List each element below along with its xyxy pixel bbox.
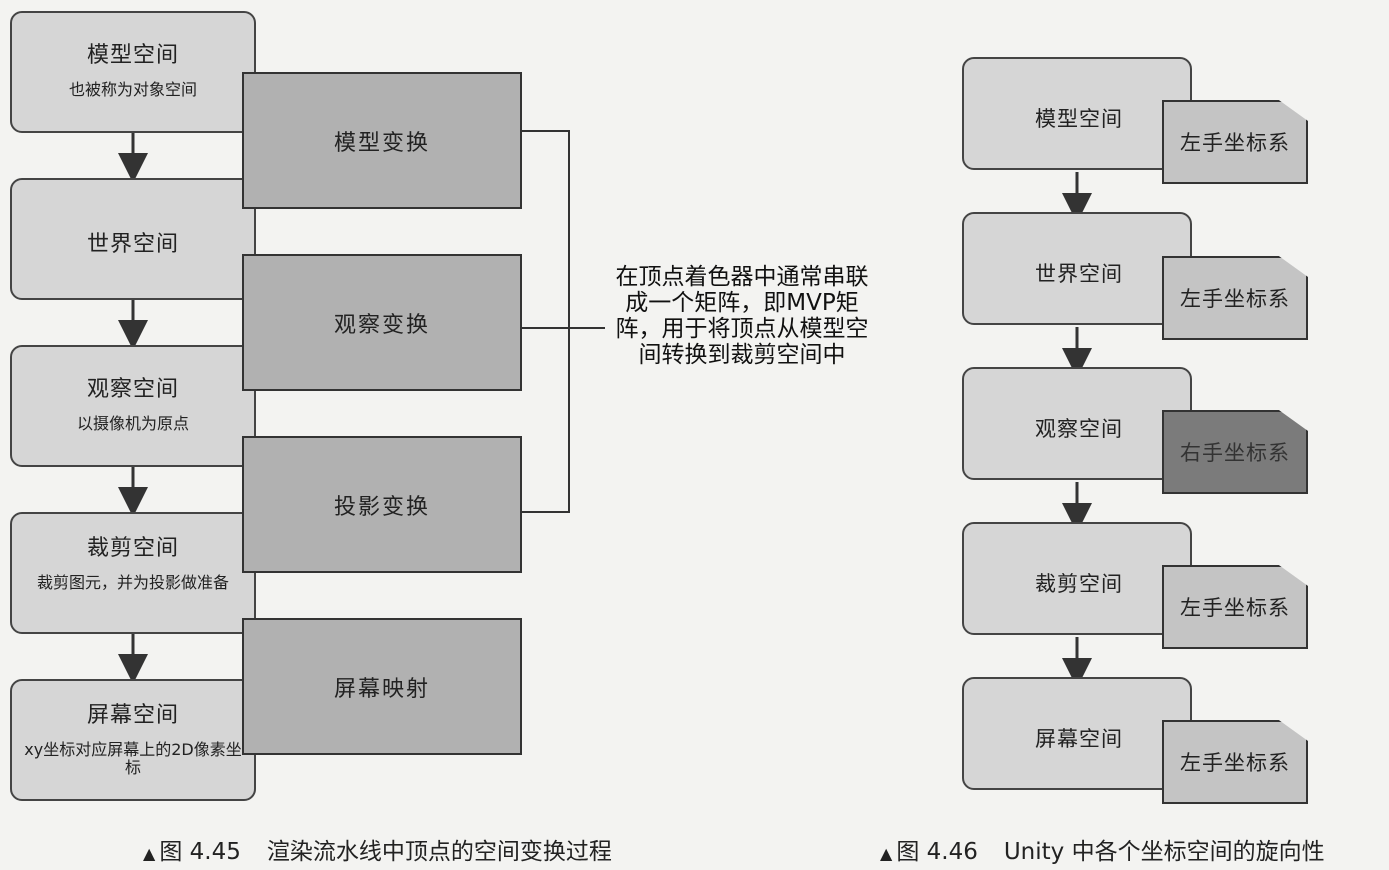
model-space-box: 模型空间 也被称为对象空间 (10, 11, 256, 133)
fig46-view-handedness-label: 右手坐标系 (1180, 441, 1290, 465)
view-space-title: 观察空间 (86, 377, 179, 402)
fig46-world-handedness-label: 左手坐标系 (1180, 287, 1290, 311)
model-transform-box: 模型变换 (242, 72, 522, 209)
fig46-caption-number: 图 4.46 (896, 839, 978, 865)
fig46-model-handedness: 左手坐标系 (1162, 100, 1308, 184)
screen-mapping-box: 屏幕映射 (242, 618, 522, 755)
clip-space-desc: 裁剪图元，并为投影做准备 (36, 573, 229, 592)
fig46-world-space-box: 世界空间 (962, 212, 1192, 325)
fig46-model-space-title: 模型空间 (1035, 107, 1123, 131)
view-transform-box: 观察变换 (242, 254, 522, 391)
fig46-view-space-box: 观察空间 (962, 367, 1192, 480)
fig46-world-handedness: 左手坐标系 (1162, 256, 1308, 340)
fig46-clip-handedness: 左手坐标系 (1162, 565, 1308, 649)
fig46-caption: ▲图 4.46 Unity 中各个坐标空间的旋向性 (880, 832, 1325, 866)
mvp-bracket (522, 130, 570, 513)
model-space-desc: 也被称为对象空间 (68, 80, 197, 99)
fig46-model-handedness-label: 左手坐标系 (1180, 131, 1290, 155)
fig46-screen-space-box: 屏幕空间 (962, 677, 1192, 790)
model-space-title: 模型空间 (86, 43, 179, 68)
model-transform-label: 模型变换 (333, 130, 430, 156)
fig46-screen-handedness-label: 左手坐标系 (1180, 751, 1290, 775)
fig46-clip-space-title: 裁剪空间 (1035, 572, 1123, 596)
screen-space-box: 屏幕空间 xy坐标对应屏幕上的2D像素坐标 (10, 679, 256, 801)
screen-mapping-label: 屏幕映射 (333, 676, 430, 702)
fig46-model-space-box: 模型空间 (962, 57, 1192, 170)
view-space-desc: 以摄像机为原点 (76, 414, 189, 433)
fig46-clip-space-box: 裁剪空间 (962, 522, 1192, 635)
projection-transform-box: 投影变换 (242, 436, 522, 573)
fig46-view-handedness: 右手坐标系 (1162, 410, 1308, 494)
fig46-caption-text: Unity 中各个坐标空间的旋向性 (1003, 839, 1325, 865)
clip-space-title: 裁剪空间 (86, 536, 179, 561)
fig45-caption-text: 渲染流水线中顶点的空间变换过程 (266, 839, 612, 865)
fig45-caption: ▲图 4.45 渲染流水线中顶点的空间变换过程 (143, 832, 612, 866)
fig46-caption-marker: ▲ (880, 844, 893, 863)
world-space-box: 世界空间 (10, 178, 256, 300)
view-transform-label: 观察变换 (333, 312, 430, 338)
mvp-note: 在顶点着色器中通常串联成一个矩阵，即MVP矩阵，用于将顶点从模型空间转换到裁剪空… (615, 264, 869, 368)
screen-space-title: 屏幕空间 (86, 703, 179, 728)
view-space-box: 观察空间 以摄像机为原点 (10, 345, 256, 467)
clip-space-box: 裁剪空间 裁剪图元，并为投影做准备 (10, 512, 256, 634)
fig46-screen-handedness: 左手坐标系 (1162, 720, 1308, 804)
fig45-caption-marker: ▲ (143, 844, 156, 863)
handedness-arrows (1062, 172, 1092, 688)
fig46-view-space-title: 观察空间 (1035, 417, 1123, 441)
screen-space-desc: xy坐标对应屏幕上的2D像素坐标 (24, 740, 242, 777)
pipeline-arrows (118, 130, 605, 684)
fig46-clip-handedness-label: 左手坐标系 (1180, 596, 1290, 620)
fig46-screen-space-title: 屏幕空间 (1035, 727, 1123, 751)
world-space-title: 世界空间 (86, 232, 179, 257)
projection-transform-label: 投影变换 (333, 494, 430, 520)
fig45-caption-number: 图 4.45 (159, 839, 241, 865)
fig46-world-space-title: 世界空间 (1035, 262, 1123, 286)
